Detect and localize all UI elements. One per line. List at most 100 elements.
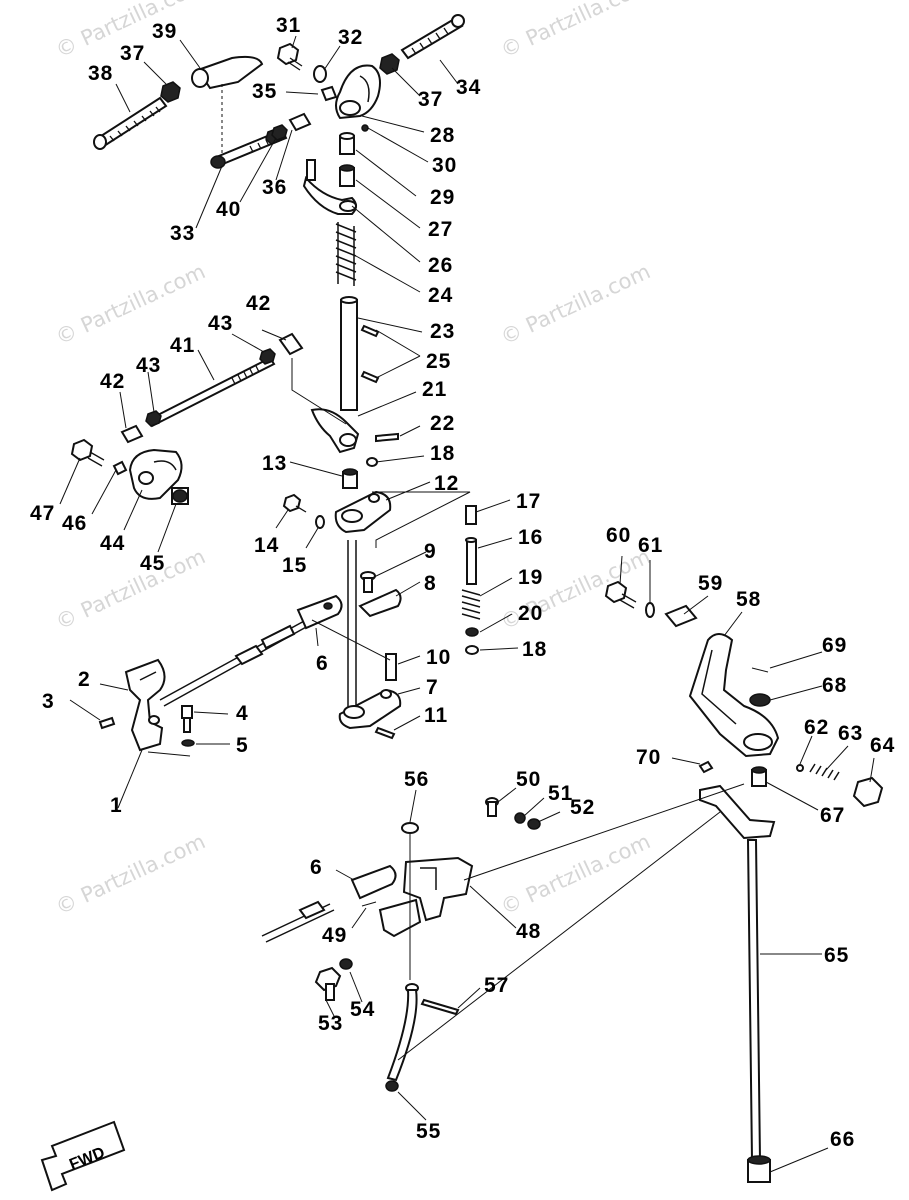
pin-50 [485, 797, 499, 817]
pin-9 [360, 571, 376, 593]
cable [159, 619, 309, 707]
callout-10: 10 [426, 646, 451, 669]
washer-51 [514, 812, 526, 824]
callout-1: 1 [110, 794, 123, 817]
callout-14: 14 [254, 534, 279, 557]
callout-19: 19 [518, 566, 543, 589]
washer-46 [112, 460, 128, 476]
callout-6-lower: 6 [310, 856, 323, 879]
leader-line [311, 619, 391, 661]
nut-43-right [259, 348, 276, 365]
bolt-64 [852, 776, 884, 808]
rod-55 [385, 983, 419, 1092]
link-6-lower [350, 864, 397, 900]
callout-24: 24 [428, 284, 453, 307]
bolt-4 [181, 705, 193, 733]
fwd-arrow-icon: FWD [40, 1120, 126, 1192]
callout-26: 26 [428, 254, 453, 277]
spring-19 [461, 589, 481, 620]
callout-42: 42 [246, 292, 271, 315]
washer-15 [315, 515, 325, 529]
collar-27 [339, 164, 355, 187]
callout-13: 13 [262, 452, 287, 475]
callout-numbers: 1 2 3 4 5 6 6 7 8 9 10 11 12 13 14 15 16… [30, 14, 894, 1151]
lever-8 [358, 588, 402, 618]
callout-45: 45 [140, 552, 165, 575]
washer-68 [749, 693, 771, 707]
callout-48: 48 [516, 920, 541, 943]
lever-12 [334, 490, 392, 534]
roller-35 [320, 85, 338, 102]
joint-42-left [120, 424, 144, 444]
callout-12: 12 [434, 472, 459, 495]
ball-joint-36 [288, 112, 312, 132]
watermark: © Partzilla.com [497, 829, 654, 919]
clip-69 [751, 667, 769, 673]
callout-53: 53 [318, 1012, 343, 1035]
callout-5: 5 [236, 734, 249, 757]
callout-49: 49 [322, 924, 347, 947]
bushing-66 [747, 1155, 771, 1183]
callout-51: 51 [548, 782, 573, 805]
callout-leaders [59, 35, 875, 1173]
watermark: © Partzilla.com [52, 829, 209, 919]
callout-6: 6 [316, 652, 329, 675]
callout-18-lower: 18 [522, 638, 547, 661]
shaft-23 [340, 296, 358, 411]
washer-56 [401, 822, 419, 834]
arm-21 [310, 408, 360, 454]
callout-50: 50 [516, 768, 541, 791]
leader-line [291, 358, 347, 425]
pin-25 [360, 370, 380, 384]
callout-60: 60 [606, 524, 631, 547]
collar-67 [751, 766, 767, 787]
callout-11: 11 [424, 704, 448, 727]
throttle-cam-28 [335, 64, 381, 120]
callout-17: 17 [516, 490, 541, 513]
callout-58: 58 [736, 588, 761, 611]
collar-45 [171, 487, 189, 505]
callout-22: 22 [430, 412, 455, 435]
callout-56: 56 [404, 768, 429, 791]
callout-59: 59 [698, 572, 723, 595]
callout-43: 43 [208, 312, 233, 335]
ball-62 [796, 764, 804, 772]
bolt-53 [314, 966, 342, 1001]
callout-44: 44 [100, 532, 125, 555]
pin-57 [420, 998, 460, 1016]
callout-34: 34 [456, 76, 481, 99]
watermark: © Partzilla.com [497, 0, 654, 63]
callout-3: 3 [42, 690, 55, 713]
washer-32 [313, 65, 327, 83]
clip-18 [366, 457, 378, 467]
spring-63 [809, 763, 840, 781]
callout-70: 70 [636, 746, 661, 769]
bolt-60 [604, 580, 637, 609]
screw-38 [93, 96, 168, 150]
pin-25 [360, 324, 380, 338]
middle-assembly [98, 358, 481, 757]
washer-54 [339, 958, 353, 970]
callout-35: 35 [252, 80, 277, 103]
callout-9: 9 [424, 540, 437, 563]
collar-29 [339, 132, 355, 155]
watermark: © Partzilla.com [52, 544, 209, 634]
callout-38: 38 [88, 62, 113, 85]
callout-69: 69 [822, 634, 847, 657]
rod-16 [465, 537, 477, 585]
collar-13 [342, 468, 358, 489]
nut-37-left [160, 81, 181, 103]
lower-lever [699, 784, 776, 840]
link-rod-33 [210, 124, 288, 169]
clip-70 [698, 760, 714, 774]
callout-29: 29 [430, 186, 455, 209]
pin-11 [374, 726, 396, 740]
rod-41 [146, 356, 276, 428]
left-assembly [70, 332, 304, 505]
bolt-31 [276, 42, 303, 71]
bracket-1 [124, 658, 166, 752]
callout-63: 63 [838, 722, 863, 745]
callout-21: 21 [422, 378, 447, 401]
washer-5 [181, 739, 195, 747]
callout-8: 8 [424, 572, 437, 595]
